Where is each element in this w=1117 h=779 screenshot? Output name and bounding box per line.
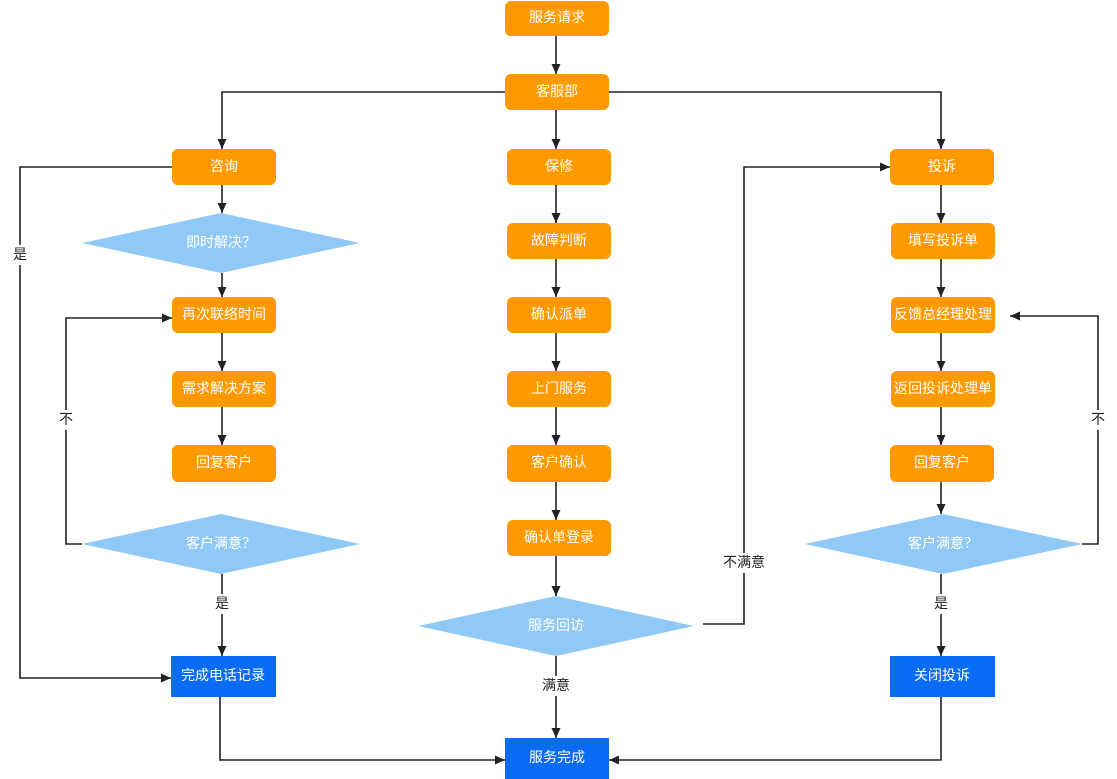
node-repair: 保修 [507, 149, 611, 185]
edge-label-followup-not-satisfied: 不满意 [721, 553, 767, 573]
decision-service-followup: 服务回访 [418, 596, 694, 656]
node-fill-complaint-form: 填写投诉单 [891, 223, 995, 259]
connector-consult-resolved-to-record [19, 166, 172, 683]
node-customer-confirm: 客户确认 [507, 445, 611, 482]
node-call-record-complete: 完成电话记录 [171, 656, 276, 697]
node-return-handling-form: 返回投诉处理单 [891, 371, 995, 407]
node-label: 填写投诉单 [908, 233, 978, 249]
node-recontact-time: 再次联络时间 [172, 297, 276, 333]
node-onsite-service: 上门服务 [507, 371, 611, 407]
edge-label-text: 不 [1091, 412, 1105, 428]
edge-label-consult-resolved-yes: 是 [11, 245, 29, 265]
node-label: 服务完成 [529, 750, 585, 766]
edge-label-complaint-not-satisfied: 不 [1089, 410, 1107, 430]
node-fault-diagnosis: 故障判断 [507, 223, 611, 259]
decision-label: 即时解决？ [186, 235, 256, 251]
node-solution-plan: 需求解决方案 [172, 371, 276, 407]
node-label: 关闭投诉 [914, 668, 970, 684]
edge-label-text: 是 [934, 596, 948, 612]
decision-complaint-satisfied: 客户满意？ [805, 514, 1082, 574]
decision-resolved-now: 即时解决？ [82, 213, 360, 273]
node-label: 回复客户 [196, 454, 252, 471]
node-close-complaint: 关闭投诉 [890, 656, 995, 697]
node-manager-handling: 反馈总经理处理 [891, 297, 995, 333]
node-label: 保修 [545, 159, 573, 175]
node-complaint-reply-customer: 回复客户 [890, 445, 994, 482]
connector-dispatcher-to-consult [217, 91, 505, 149]
node-label: 确认单登录 [524, 530, 594, 546]
connectors [19, 36, 1099, 765]
node-service-request: 服务请求 [505, 1, 609, 36]
edge-label-text: 不满意 [723, 554, 765, 571]
node-label: 客户确认 [531, 454, 587, 471]
decision-label: 客户满意？ [908, 535, 978, 552]
node-label: 返回投诉处理单 [894, 381, 992, 397]
edge-label-followup-satisfied: 满意 [539, 676, 573, 696]
node-label: 回复客户 [914, 454, 970, 471]
connector-followup-to-complaint [703, 162, 890, 625]
node-confirmation-register: 确认单登录 [507, 520, 611, 556]
connector-dispatcher-to-complaint [609, 91, 946, 149]
connector-consult-satisfaction-loop [65, 313, 172, 545]
node-consult: 咨询 [172, 149, 276, 185]
edge-label-complaint-satisfied-yes: 是 [932, 594, 950, 614]
edge-label-text: 是 [215, 596, 229, 612]
node-label: 服务请求 [529, 10, 585, 26]
node-customer-service-dept: 客服部 [505, 74, 609, 110]
node-complaint: 投诉 [890, 149, 994, 185]
edge-labels: 是 不 是 不满意 满意 不 是 [11, 245, 1107, 696]
node-label: 客服部 [536, 83, 578, 100]
edge-label-text: 满意 [542, 677, 570, 694]
node-label: 确认派单 [531, 307, 587, 323]
edge-label-text: 是 [13, 247, 27, 263]
node-confirm-dispatch: 确认派单 [507, 297, 611, 333]
node-label: 反馈总经理处理 [894, 307, 992, 323]
edge-label-consult-not-satisfied: 不 [57, 410, 75, 430]
connector-record-to-finish [219, 697, 505, 765]
node-label: 再次联络时间 [182, 307, 266, 323]
connector-complaint-satisfaction-loop [1010, 311, 1099, 545]
node-label: 需求解决方案 [182, 380, 266, 397]
node-label: 故障判断 [531, 233, 587, 249]
edge-label-consult-satisfied-yes: 是 [213, 594, 231, 614]
node-label: 投诉 [928, 159, 956, 175]
decision-label: 服务回访 [528, 618, 584, 634]
node-label: 完成电话记录 [181, 668, 265, 684]
decision-label: 客户满意？ [186, 535, 256, 552]
node-label: 咨询 [210, 159, 238, 175]
node-service-complete: 服务完成 [505, 738, 609, 779]
connector-close-to-finish [609, 697, 942, 765]
node-label: 上门服务 [531, 381, 587, 397]
edge-label-text: 不 [59, 412, 73, 428]
decision-consult-satisfied: 客户满意？ [82, 514, 360, 574]
node-consult-reply-customer: 回复客户 [172, 445, 276, 482]
